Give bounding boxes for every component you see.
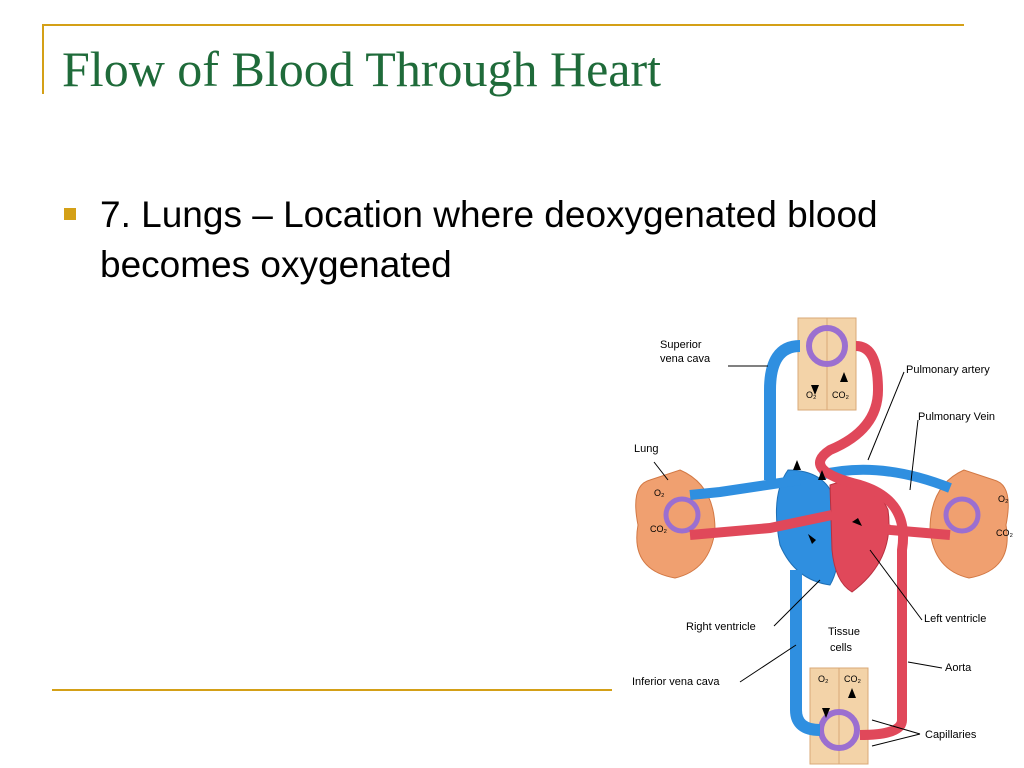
label-cells: cells <box>830 642 853 654</box>
leader-lines <box>653 365 943 747</box>
label-co2-upper: CO₂ <box>832 390 850 400</box>
label-o2-lower: O₂ <box>818 674 829 684</box>
label-superior: Superior <box>660 339 702 351</box>
label-pulmonary-vein: Pulmonary Vein <box>918 411 995 423</box>
upper-capillary <box>806 325 848 367</box>
label-co2-right-lung: CO₂ <box>996 528 1014 538</box>
right-lung-capillary <box>943 496 981 534</box>
pulmonary-artery-left <box>689 475 801 500</box>
superior-vena-cava <box>764 340 801 480</box>
label-o2-right-lung: O₂ <box>998 494 1009 504</box>
label-vena-cava: vena cava <box>660 353 711 365</box>
label-tissue: Tissue <box>828 626 860 638</box>
frame-bottom-line <box>52 689 612 691</box>
label-co2-lower: CO₂ <box>844 674 862 684</box>
flow-arrow-icons <box>793 372 862 718</box>
label-pulmonary-artery: Pulmonary artery <box>906 364 990 376</box>
label-co2-left-lung: CO₂ <box>650 524 668 534</box>
heart-right-side <box>775 469 840 586</box>
label-left-ventricle: Left ventricle <box>924 613 986 625</box>
label-lung: Lung <box>634 443 658 455</box>
bullet-square-icon <box>64 208 76 220</box>
circulation-diagram: Superior vena cava Pulmonary artery Pulm… <box>632 317 1014 765</box>
pulmonary-vein-left <box>689 510 834 540</box>
label-aorta: Aorta <box>945 662 972 674</box>
left-lung-shape <box>635 469 716 579</box>
frame-left-line <box>42 24 44 94</box>
slide-title: Flow of Blood Through Heart <box>62 41 662 97</box>
inferior-vena-cava <box>790 570 821 736</box>
pulmonary-vein-right <box>850 510 951 540</box>
label-o2-upper: O₂ <box>806 390 817 400</box>
left-lung-capillary <box>663 496 701 534</box>
bullet-text: 7. Lungs – Location where deoxygenated b… <box>100 194 878 285</box>
frame-top-line <box>42 24 964 26</box>
right-lung-shape <box>929 469 1009 579</box>
label-inferior-vena-cava: Inferior vena cava <box>632 676 720 688</box>
label-o2-left-lung: O₂ <box>654 488 665 498</box>
lower-capillary <box>818 709 860 751</box>
aorta <box>815 341 909 740</box>
label-capillaries: Capillaries <box>925 729 977 741</box>
label-right-ventricle: Right ventricle <box>686 621 756 633</box>
